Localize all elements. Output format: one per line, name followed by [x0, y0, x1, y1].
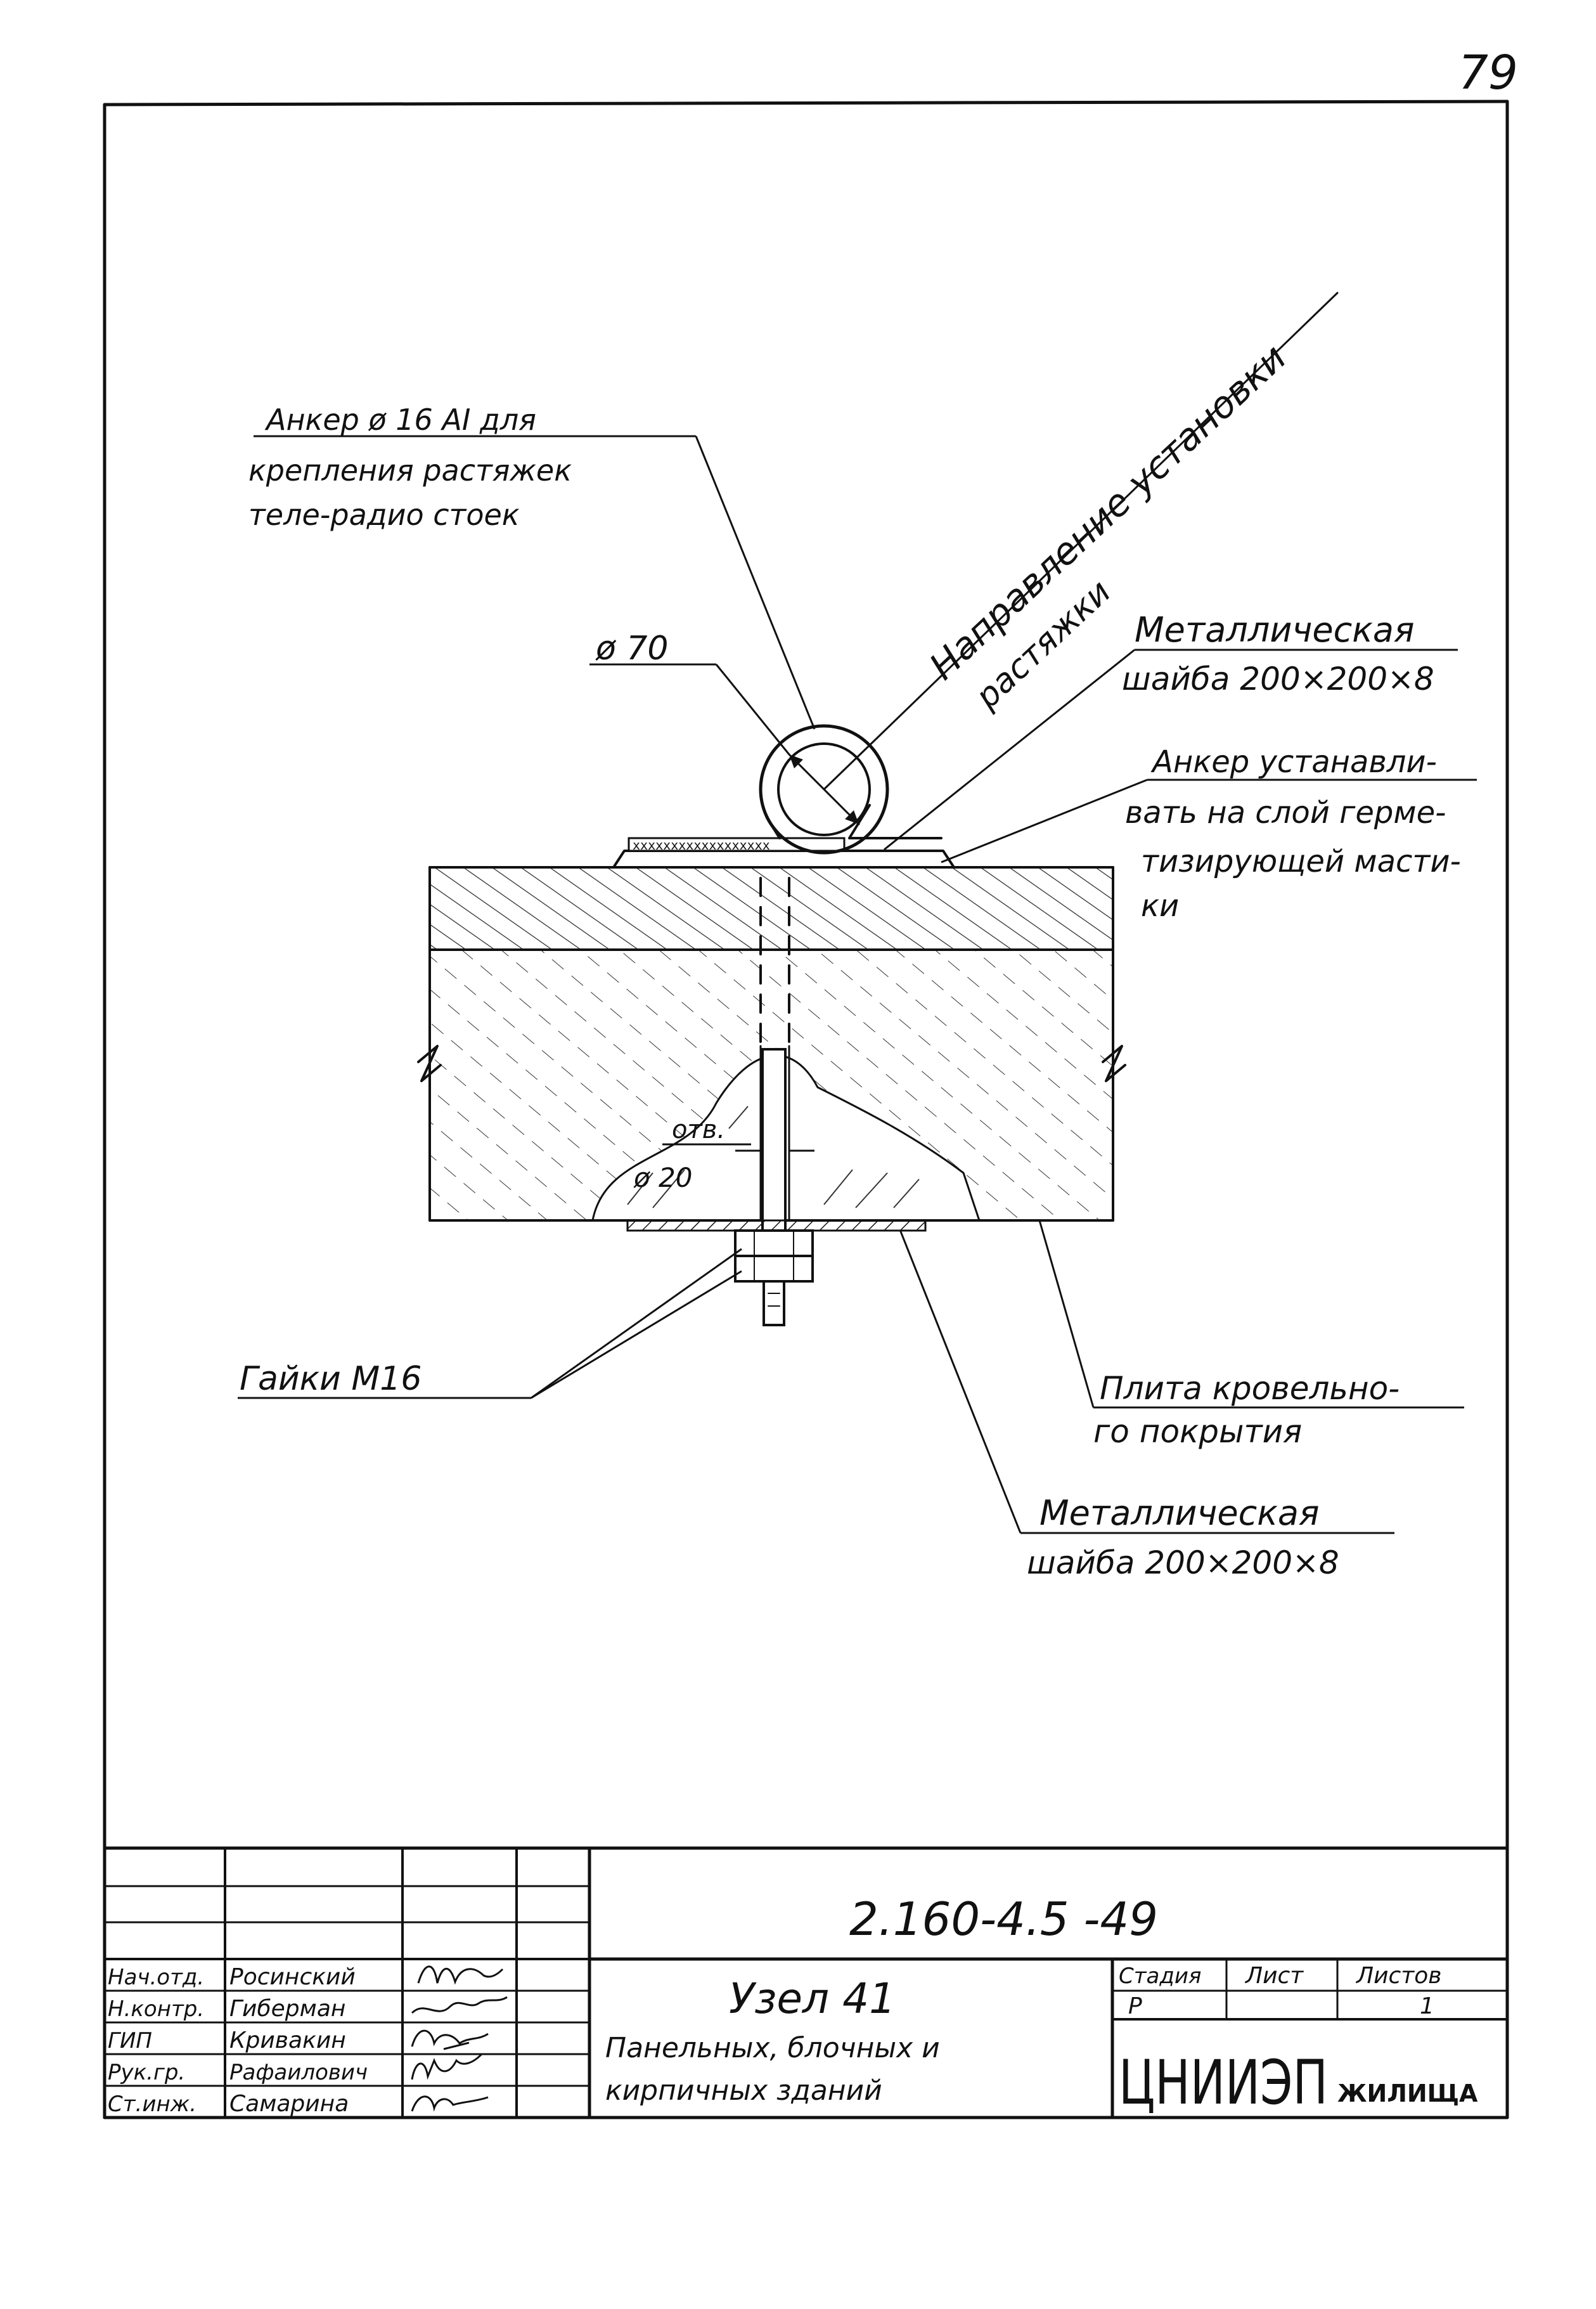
svg-text:Гиберман: Гиберман — [229, 1996, 345, 2022]
node-title: Узел 41 — [729, 1974, 896, 2023]
organization-name: ЦНИИЭП — [1119, 2047, 1328, 2118]
callout-ring-diameter: ø 70 — [595, 630, 669, 668]
svg-text:Нач.отд.: Нач.отд. — [108, 1965, 204, 1990]
nuts-m16 — [734, 1229, 814, 1283]
signatures — [411, 1965, 508, 2112]
svg-text:Металлическая: Металлическая — [1135, 610, 1415, 650]
callout-guy-direction: Направление установки растяжки — [921, 335, 1294, 716]
svg-text:шайба 200×200×8: шайба 200×200×8 — [1122, 661, 1434, 697]
node-subtitle-line2: кирпичных зданий — [605, 2074, 882, 2107]
stage-header: Стадия — [1119, 1963, 1201, 1989]
staff-rows: Нач.отд. Росинский Н.контр. Гиберман ГИП… — [108, 1964, 368, 2117]
svg-text:ГИП: ГИП — [108, 2028, 152, 2054]
node-subtitle-line1: Панельных, блочных и — [605, 2032, 940, 2064]
svg-text:го покрытия: го покрытия — [1093, 1413, 1302, 1450]
svg-text:Металлическая: Металлическая — [1039, 1493, 1320, 1533]
callout-washer-top: Металлическая шайба 200×200×8 — [1122, 610, 1434, 697]
svg-text:Кривакин: Кривакин — [229, 2028, 346, 2054]
anchor-bolt — [759, 877, 790, 1326]
drawing-code: 2.160-4.5 -49 — [849, 1892, 1158, 1946]
ring-anchor — [759, 724, 943, 855]
title-block — [105, 1846, 1507, 2118]
svg-text:отв.: отв. — [672, 1115, 725, 1144]
callout-anchor-title: Анкер ø 16 AI для крепления растяжек тел… — [248, 403, 572, 532]
svg-text:ø 20: ø 20 — [633, 1162, 693, 1193]
svg-text:Самарина: Самарина — [229, 2091, 349, 2117]
sheet-frame — [103, 100, 1509, 2119]
svg-text:Анкер устанавли-: Анкер устанавли- — [1150, 744, 1437, 780]
svg-text:тизирующей масти-: тизирующей масти- — [1141, 844, 1461, 879]
organization-subname: ЖИЛИЩА — [1337, 2079, 1478, 2107]
bottom-washer — [626, 1219, 927, 1232]
svg-text:Плита кровельно-: Плита кровельно- — [1100, 1370, 1400, 1407]
sheets-value: 1 — [1420, 1993, 1434, 2019]
svg-text:вать на слой герме-: вать на слой герме- — [1125, 795, 1446, 831]
guy-direction-line — [823, 292, 1339, 791]
svg-text:Н.контр.: Н.контр. — [108, 1996, 204, 2022]
sheets-header: Листов — [1355, 1963, 1441, 1989]
svg-text:теле-радио стоек: теле-радио стоек — [248, 498, 520, 532]
svg-text:Росинский: Росинский — [229, 1964, 356, 1990]
leader-lines — [238, 435, 1477, 1534]
svg-text:Рафаилович: Рафаилович — [229, 2060, 368, 2085]
callout-anchor-mount: Анкер устанавли- вать на слой герме- тиз… — [1125, 744, 1461, 924]
sheet-header: Лист — [1244, 1963, 1304, 1989]
top-washer: xxxxxxxxxxxxxxxxxx — [612, 837, 955, 869]
svg-text:крепления растяжек: крепления растяжек — [248, 453, 572, 488]
svg-text:Анкер ø 16 AI для: Анкер ø 16 AI для — [264, 403, 536, 437]
svg-text:Рук.гр.: Рук.гр. — [108, 2060, 185, 2085]
stage-value: Р — [1128, 1993, 1142, 2019]
svg-text:Ст.инж.: Ст.инж. — [108, 2092, 196, 2117]
callout-hole: отв. ø 20 — [633, 1115, 725, 1193]
svg-text:ки: ки — [1141, 888, 1179, 924]
page-number: 79 — [1458, 46, 1518, 100]
callout-washer-bottom: Металлическая шайба 200×200×8 — [1027, 1493, 1339, 1581]
callout-nuts: Гайки М16 — [240, 1360, 422, 1398]
svg-text:шайба 200×200×8: шайба 200×200×8 — [1027, 1544, 1339, 1581]
svg-text:xxxxxxxxxxxxxxxxxx: xxxxxxxxxxxxxxxxxx — [633, 838, 770, 853]
callout-slab: Плита кровельно- го покрытия — [1093, 1370, 1400, 1450]
